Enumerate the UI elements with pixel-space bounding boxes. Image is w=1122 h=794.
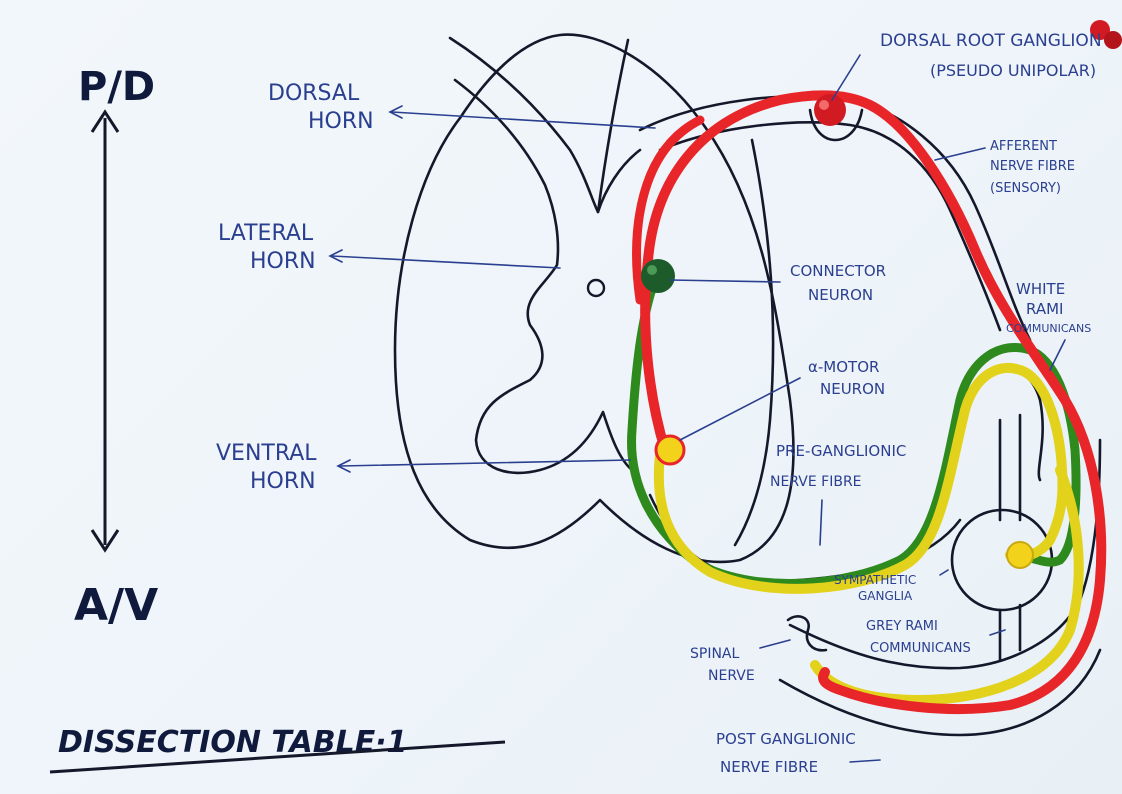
lateral-horn-label: LATERAL HORN [218, 221, 316, 274]
grey-rami-line-1: GREY RAMI [866, 619, 938, 634]
alpha-motor-pointer [680, 378, 800, 440]
sympathetic-line-1: SYMPATHETIC [834, 573, 916, 587]
ventral-horn-label: VENTRAL HORN [216, 441, 317, 494]
ventral-horn-line-1: VENTRAL [216, 441, 317, 466]
spinal-nerve-pointer [760, 640, 790, 648]
connector-line-1: CONNECTOR [790, 262, 886, 280]
title-block: DISSECTION TABLE·1 [50, 725, 505, 772]
pre-ganglionic-label: PRE-GANGLIONIC NERVE FIBRE [770, 442, 906, 490]
central-canal [588, 280, 604, 296]
post-ganglionic-label: POST GANGLIONIC NERVE FIBRE [716, 730, 856, 776]
grey-matter-outline [455, 80, 632, 473]
alpha-motor-line-1: α-MOTOR [808, 358, 879, 376]
sympathetic-ganglion-pin [1007, 542, 1033, 568]
white-rami-line-1: WHITE [1016, 280, 1065, 298]
pre-ganglionic-pointer [820, 500, 822, 545]
white-rami-line-2: RAMI [1026, 300, 1063, 318]
dorsal-root-ganglion-pin [814, 94, 846, 126]
orientation-bottom-label: A/V [74, 580, 158, 631]
white-rami-label: WHITE RAMI COMMUNICANS [1006, 280, 1091, 335]
spinal-nerve-label: SPINAL NERVE [690, 646, 755, 684]
post-ganglionic-line-1: POST GANGLIONIC [716, 730, 856, 748]
drg-line-1: DORSAL ROOT GANGLION [880, 31, 1102, 51]
afferent-line-1: AFFERENT [990, 139, 1057, 154]
dorsal-horn-line-1: DORSAL [268, 81, 360, 106]
dorsal-root-ganglion-pin-highlight [819, 100, 829, 110]
connector-line-2: NEURON [808, 286, 873, 304]
spinal-nerve-line-2: NERVE [708, 668, 755, 684]
ventral-horn-line-2: HORN [250, 469, 316, 494]
post-ganglionic-line-2: NERVE FIBRE [720, 758, 818, 776]
afferent-line-2: NERVE FIBRE [990, 159, 1075, 174]
afferent-label: AFFERENT NERVE FIBRE (SENSORY) [990, 139, 1075, 196]
corner-pin-2 [1104, 31, 1122, 49]
grey-rami-pointer [990, 630, 1005, 635]
grey-rami-label: GREY RAMI COMMUNICANS [866, 619, 971, 656]
dorsal-horn-line-2: HORN [308, 109, 374, 134]
pre-ganglionic-line-1: PRE-GANGLIONIC [776, 442, 906, 460]
alpha-motor-line-2: NEURON [820, 380, 885, 398]
white-matter-divider [735, 140, 773, 545]
white-rami-pointer [1050, 340, 1065, 370]
connector-neuron-label: CONNECTOR NEURON [790, 262, 886, 304]
board-title: DISSECTION TABLE·1 [58, 725, 408, 760]
drg-line-2: (PSEUDO UNIPOLAR) [930, 61, 1096, 80]
connector-neuron-pointer [670, 280, 780, 282]
grey-rami-line-2: COMMUNICANS [870, 641, 971, 656]
pre-ganglionic-line-2: NERVE FIBRE [770, 474, 862, 490]
spinal-nerve-end-squiggle [788, 616, 826, 650]
spinal-nerve-line-1: SPINAL [690, 646, 740, 662]
post-ganglionic-pointer [850, 760, 880, 762]
orientation-axis: P/D A/V [74, 64, 158, 631]
dorsal-horn-pointer [392, 112, 655, 128]
alpha-motor-label: α-MOTOR NEURON [808, 358, 885, 398]
orientation-top-label: P/D [78, 64, 155, 110]
connector-neuron-pin [641, 259, 675, 293]
afferent-line-3: (SENSORY) [990, 181, 1061, 196]
white-rami-line-3: COMMUNICANS [1006, 322, 1091, 335]
sympathetic-ganglia-pointer [940, 570, 948, 575]
lateral-horn-pointer [332, 256, 560, 268]
dorsal-horn-label: DORSAL HORN [268, 81, 374, 134]
lateral-horn-line-2: HORN [250, 249, 316, 274]
connector-neuron-pin-highlight [647, 265, 657, 275]
sympathetic-line-2: GANGLIA [858, 589, 913, 603]
lateral-horn-line-1: LATERAL [218, 221, 314, 246]
dorsal-root-ganglion-label: DORSAL ROOT GANGLION (PSEUDO UNIPOLAR) [880, 31, 1102, 80]
